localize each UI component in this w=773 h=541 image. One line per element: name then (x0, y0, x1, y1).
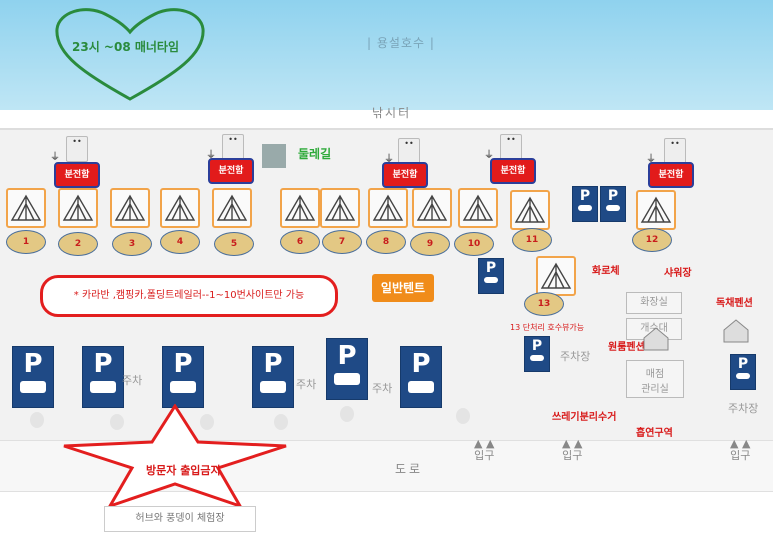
plug-icon: ⏚ (646, 154, 656, 165)
oneroom-pension-label: 원룸펜션 (608, 342, 645, 353)
parking-label: 주차 (122, 374, 143, 387)
stairs-icon (262, 144, 286, 168)
parking-sign-icon: P (572, 186, 598, 222)
restroom-label: 화로체 (592, 266, 620, 277)
electric-panel: 분전함 (382, 162, 428, 188)
site-marker[interactable]: 10 (454, 232, 494, 256)
electric-panel: 분전함 (490, 158, 536, 184)
entrance-text: 입구 (730, 449, 751, 462)
site-marker[interactable]: 3 (112, 232, 152, 256)
plug-icon: ⏚ (206, 150, 216, 161)
site-marker[interactable]: 5 (214, 232, 254, 256)
road-label: 도로 (395, 462, 424, 476)
tent-icon (636, 190, 676, 230)
outlet-icon: •• (398, 138, 420, 164)
parking-sign-icon: P (730, 354, 756, 390)
tent-icon (412, 188, 452, 228)
lake-label: | 용설호수 | (367, 36, 435, 50)
site-marker[interactable]: 7 (322, 230, 362, 254)
plug-icon: ⏚ (384, 154, 394, 165)
parking-label: 주차장 (560, 350, 591, 363)
tree-icon (110, 414, 124, 430)
tent-icon (58, 188, 98, 228)
site13-note: 13 단처리 호수뷰가능 (510, 323, 585, 332)
experience-center: 허브와 풍뎅이 체험장 (104, 506, 256, 532)
fishing-area-label: 낚시터 (372, 106, 412, 120)
tent-icon (160, 188, 200, 228)
entrance-text: 입구 (562, 449, 583, 462)
arrow-up-icon: ▲ ▲ (730, 437, 751, 450)
store-office: 매점 관리실 (626, 360, 684, 398)
tent-icon (368, 188, 408, 228)
parking-sign-icon: P (400, 346, 442, 408)
electric-panel: 분전함 (648, 162, 694, 188)
trash-label: 쓰레기분리수거 (552, 412, 617, 423)
tree-icon (340, 406, 354, 422)
plug-icon: ⏚ (50, 152, 60, 163)
parking-sign-icon: P (524, 336, 550, 372)
parking-sign-icon: P (82, 346, 124, 408)
site-marker[interactable]: 13 (524, 292, 564, 316)
outlet-icon: •• (222, 134, 244, 160)
electric-panel: 분전함 (54, 162, 100, 188)
parking-sign-icon: P (12, 346, 54, 408)
no-visitors-label: 방문자 출입금지 (146, 464, 221, 477)
tree-icon (30, 412, 44, 428)
shower-label: 샤워장 (664, 268, 692, 279)
site-marker[interactable]: 1 (6, 230, 46, 254)
outlet-icon: •• (66, 136, 88, 162)
parking-sign-icon: P (252, 346, 294, 408)
tree-icon (200, 414, 214, 430)
site-marker[interactable]: 12 (632, 228, 672, 252)
tent-icon (6, 188, 46, 228)
plug-icon: ⏚ (484, 150, 494, 161)
electric-panel: 분전함 (208, 158, 254, 184)
trail-label: 둘레길 (298, 147, 332, 161)
star-icon (63, 404, 287, 508)
manner-time-label: 23시 ~08 매너타임 (72, 40, 180, 54)
caravan-notice: * 카라반 ,캠핑카,폴딩트레일러--1~10번사이트만 가능 (40, 275, 338, 317)
heart-icon (55, 8, 205, 101)
parking-label: 주차 (372, 382, 393, 395)
parking-sign-icon: P (326, 338, 368, 400)
tent-icon (280, 188, 320, 228)
tent-icon (536, 256, 576, 296)
house-icon (643, 327, 669, 351)
tent-icon (320, 188, 360, 228)
site-marker[interactable]: 2 (58, 232, 98, 256)
site-marker[interactable]: 9 (410, 232, 450, 256)
site-marker[interactable]: 11 (512, 228, 552, 252)
parking-sign-icon: P (478, 258, 504, 294)
tent-icon (458, 188, 498, 228)
tent-icon (212, 188, 252, 228)
outlet-icon: •• (500, 134, 522, 160)
parking-label: 주차장 (728, 402, 759, 415)
lake-area (0, 0, 773, 110)
tree-icon (456, 408, 470, 424)
arrow-up-icon: ▲ ▲ (562, 437, 583, 450)
parking-sign-icon: P (162, 346, 204, 408)
independent-pension-label: 독채펜션 (716, 298, 753, 309)
tent-icon (110, 188, 150, 228)
parking-label: 주차 (296, 378, 317, 391)
entrance-label: ▲ ▲입구 (730, 438, 750, 462)
tree-icon (274, 414, 288, 430)
restroom-sign: 화장실 (626, 292, 682, 314)
parking-sign-icon: P (600, 186, 626, 222)
site-marker[interactable]: 6 (280, 230, 320, 254)
entrance-label: ▲ ▲입구 (474, 438, 494, 462)
general-tent-label: 일반텐트 (372, 274, 434, 302)
smoking-label: 흡연구역 (636, 428, 673, 439)
site-marker[interactable]: 4 (160, 230, 200, 254)
house-icon (723, 319, 749, 343)
site-marker[interactable]: 8 (366, 230, 406, 254)
tent-icon (510, 190, 550, 230)
outlet-icon: •• (664, 138, 686, 164)
arrow-up-icon: ▲ ▲ (474, 437, 495, 450)
entrance-text: 입구 (474, 449, 495, 462)
entrance-label: ▲ ▲입구 (562, 438, 582, 462)
